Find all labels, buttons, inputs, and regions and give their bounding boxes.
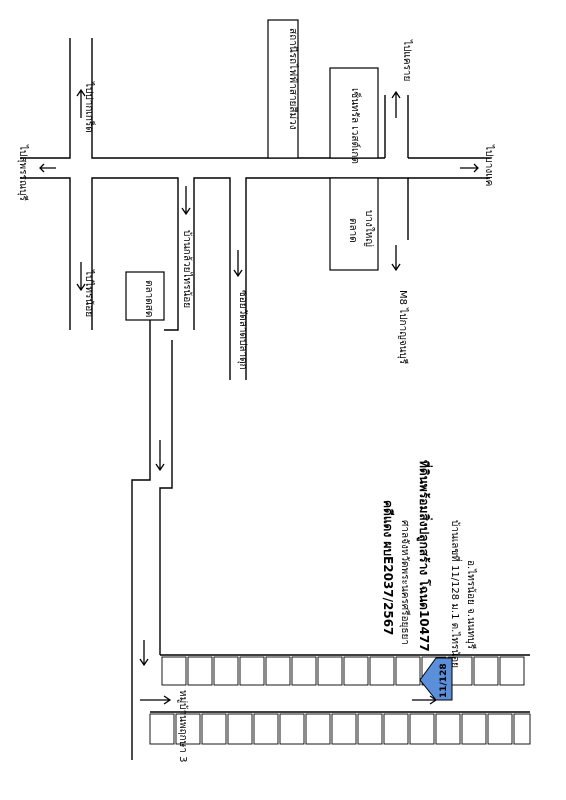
label-moo-ban: หมู่บ้านพฤกษา 3: [177, 690, 189, 762]
road-arrows: [39, 88, 479, 705]
deed-info: ที่ดินพร้อมสิ่งปลูกสร้าง โฉนด10477: [416, 460, 433, 652]
court-name: ศาลจังหวัดพระนครศรีอยุธยา: [399, 520, 411, 645]
property-marker: 11/128: [419, 657, 453, 701]
label-central: เซ็นทรัล เวสต์เกต: [349, 88, 363, 164]
lots-bottom: [149, 713, 531, 745]
market-small-box: [125, 271, 165, 321]
label-ban-kluai: บ้านกล้วยไทรน้อย: [181, 230, 193, 308]
substation-box: [267, 19, 299, 159]
label-to-pak-kret: ไปปากเกร็ด: [83, 81, 97, 133]
address-line-1: บ้านเลขที่ 11/128 ม.1 ต.ไทรน้อย: [449, 520, 463, 668]
case-number: คดีแดง ผบE2037/2567: [381, 500, 395, 635]
label-market-2: บางใหญ่: [363, 210, 375, 247]
label-to-bang-khae: ไปบางแค: [483, 144, 495, 186]
address-line-2: อ.ไทรน้อย จ.นนทบุรี: [465, 560, 477, 650]
label-soi-wat: ซอยวัดลาดปลาดุก: [237, 290, 248, 370]
label-market-1: ตลาด: [347, 218, 358, 243]
plot-number: 11/128: [439, 663, 449, 698]
label-substation: สถานีรถไฟฟ้าสายสีม่วง: [287, 28, 299, 130]
soi-road: [131, 230, 530, 760]
label-market-small: ตลาดสด: [143, 280, 154, 317]
market-bang-yai-box: [329, 177, 379, 271]
label-to-suphan: ไปสุพรรณบุรี: [17, 144, 29, 201]
label-m8: M8 ไปกาญจนบุรี: [397, 290, 409, 365]
label-to-sai-noi-1: ไปไทรน้อย: [83, 269, 95, 317]
label-to-khae-rai: ไปแคราย: [401, 39, 413, 81]
central-box: [329, 67, 379, 159]
lots-top: [161, 656, 525, 686]
